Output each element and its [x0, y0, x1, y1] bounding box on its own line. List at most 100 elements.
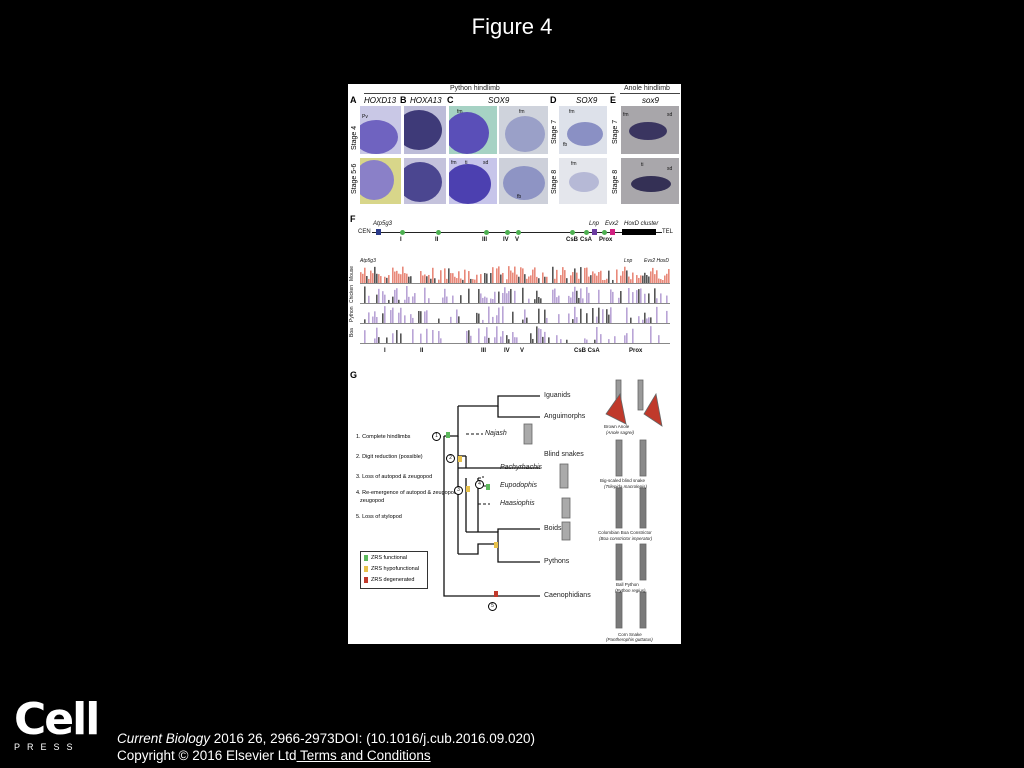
panel-label-f: F	[350, 214, 356, 224]
panel-label-b: B	[400, 95, 407, 105]
vista-peaks-boa	[364, 326, 660, 343]
step-5: 5. Loss of stylopod	[356, 514, 402, 520]
vista-track-boa: Boa	[349, 325, 670, 344]
panel-label-c: C	[447, 95, 454, 105]
panel-label-g: G	[350, 370, 358, 380]
vista-lnp-label: Lnp	[624, 258, 633, 264]
marker-circle-4: 4	[475, 480, 484, 489]
locus-atp5g3-gene	[376, 229, 381, 235]
locus-hoxd-cluster	[622, 229, 656, 235]
locus-evx2-label: Evx2	[605, 221, 619, 227]
locus-prox-label: Prox	[599, 237, 613, 243]
locus-csb-label: CsB	[566, 237, 579, 243]
header-anole-hindlimb: Anole hindlimb	[624, 85, 670, 92]
vista-track-python: Python	[349, 305, 670, 324]
header-python-line	[364, 93, 614, 94]
caption-blind-snake: Big-scaled blind snake	[600, 478, 646, 483]
locus-roman-iv: IV	[503, 237, 509, 243]
marker-circle-1: 1	[432, 432, 441, 441]
vista-atp5g3-label: Atp5g3	[360, 258, 376, 264]
gene-sox9-c: SOX9	[488, 96, 510, 105]
legend-label-degenerated: ZRS degenerated	[371, 577, 415, 583]
locus-lnp-gene	[592, 229, 597, 235]
legend-swatch-functional	[364, 555, 368, 561]
locus-hoxd-label: HoxD cluster	[624, 221, 659, 227]
step-3: 3. Loss of autopod & zeugopod	[356, 474, 433, 480]
vista-bottom-iii: III	[481, 348, 487, 354]
taxon-caenophidians: Caenophidians	[544, 592, 591, 599]
step-4: 4. Re-emergence of autopod & zeugopod	[356, 490, 457, 496]
vista-bottom-iv: IV	[504, 348, 510, 354]
image-hoxa13-stage4	[404, 106, 446, 154]
citation-line: Current Biology 2016 26, 2966-2973DOI: (…	[117, 731, 535, 746]
gene-hoxa13: HOXA13	[410, 96, 442, 105]
locus-element-ii	[436, 230, 441, 235]
marker-zrs-3	[466, 486, 470, 492]
locus-element-iv	[505, 230, 510, 235]
taxon-eupodophis: Eupodophis	[500, 482, 537, 489]
slide-title: Figure 4	[471, 14, 553, 39]
citation-details: 2016 26, 2966-2973DOI: (10.1016/j.cub.20…	[210, 731, 536, 746]
caption-blind-snake-latin: (Trilepida macrolepis)	[604, 484, 647, 489]
image-sox9-c1-stage4: fm	[449, 106, 497, 154]
locus-element-csa	[584, 230, 589, 235]
vista-peaks-mouse	[360, 266, 670, 283]
legend-label-functional: ZRS functional	[371, 555, 408, 561]
marker-circle-3: 3	[454, 486, 463, 495]
vista-bottom-ii: II	[420, 348, 424, 354]
taxon-blind-snakes: Blind snakes	[544, 451, 584, 458]
locus-atp5g3-label: Atp5g3	[373, 221, 393, 227]
locus-evx2-gene	[610, 229, 615, 235]
locus-roman-ii: II	[435, 237, 439, 243]
vista-track-chicken: Chicken	[349, 285, 670, 304]
locus-roman-v: V	[515, 237, 520, 243]
locus-element-csb	[570, 230, 575, 235]
legend-swatch-hypofunctional	[364, 566, 368, 572]
header-anole-line	[620, 93, 680, 94]
image-sox9-c1-stage56: fm ti sd	[449, 158, 497, 204]
image-hoxd13-stage56	[360, 158, 401, 204]
caption-ball-python-latin: (Python regius)	[615, 588, 646, 593]
caption-corn-snake-latin: (Pantherophis guttatus)	[606, 637, 653, 642]
marker-circle-5: 5	[488, 602, 497, 611]
image-sox9-d-stage8: fm	[559, 158, 607, 204]
journal-name: Current Biology	[117, 731, 211, 746]
legend-swatch-degenerated	[364, 577, 368, 583]
marker-zrs-1	[446, 432, 450, 438]
vista-plot: Mouse Chicken Python Boa	[349, 265, 670, 345]
taxon-pachyrhachis: Pachyrhachis	[500, 464, 543, 471]
taxon-boids: Boids	[544, 525, 562, 532]
panel-label-a: A	[350, 95, 357, 105]
locus-roman-iii: III	[482, 237, 488, 243]
figure-panel: Python hindlimb Anole hindlimb A HOXD13 …	[348, 84, 681, 644]
locus-cen-label: CEN	[358, 229, 371, 235]
taxon-iguanids: Iguanids	[544, 392, 571, 399]
vista-bottom-prox: Prox	[629, 348, 643, 354]
vista-bottom-i: I	[384, 348, 386, 354]
caption-corn-snake: Corn Snake	[618, 632, 642, 637]
caption-boa: Colombian Boa Constrictor	[598, 530, 652, 535]
locus-lnp-label: Lnp	[589, 221, 600, 227]
taxon-haasiophis: Haasiophis	[500, 500, 535, 507]
marker-zrs-4	[486, 484, 490, 490]
caption-boa-latin: (Boa constrictor imperator)	[599, 536, 653, 541]
caption-brown-anole: Brown Anole	[604, 424, 630, 429]
image-sox9-c2-stage56: fb	[499, 158, 548, 204]
vista-track-mouse: Mouse	[349, 265, 670, 284]
legend-label-hypofunctional: ZRS hypofunctional	[371, 566, 419, 572]
step-2: 2. Digit reduction (possible)	[356, 454, 423, 460]
terms-and-conditions-link[interactable]: Terms and Conditions	[296, 748, 431, 763]
zrs-legend: ZRS functional ZRS hypofunctional ZRS de…	[360, 551, 428, 589]
panel-label-d: D	[550, 95, 557, 105]
copyright-text: Copyright © 2016 Elsevier Ltd	[117, 748, 297, 763]
gene-hoxd13: HOXD13	[364, 96, 397, 105]
image-hoxa13-stage56	[404, 158, 446, 204]
image-hoxd13-stage4: Pv	[360, 106, 401, 154]
marker-circle-2: 2	[446, 454, 455, 463]
phylogeny-tree	[443, 379, 663, 629]
locus-element-i	[400, 230, 405, 235]
press-logo-word: PRESS	[14, 742, 80, 752]
locus-tel-label: TEL	[662, 229, 674, 235]
cell-press-logo: Cell PRESS	[14, 698, 100, 753]
locus-element-v	[516, 230, 521, 235]
